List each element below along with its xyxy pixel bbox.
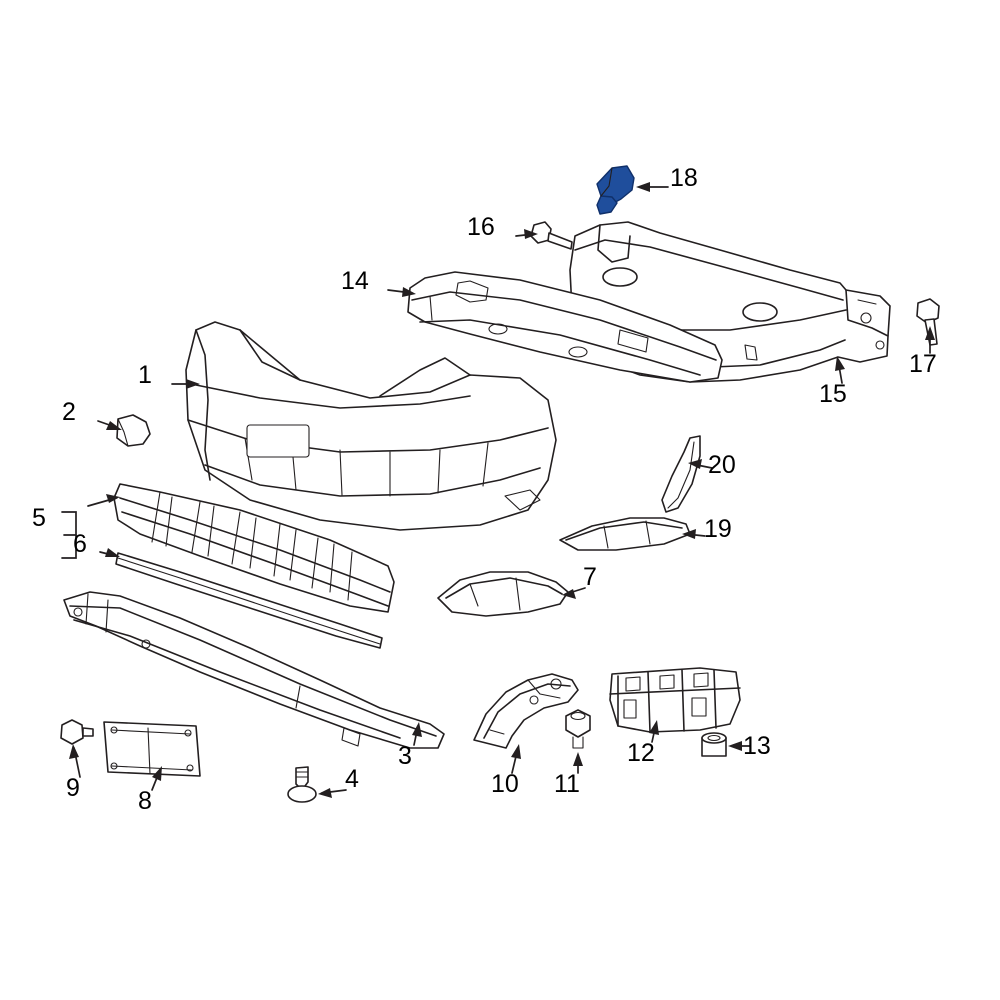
callout-20: 20 xyxy=(708,451,736,479)
part-2-tow-eye-cap xyxy=(116,414,151,447)
callout-9: 9 xyxy=(66,774,80,802)
callout-16: 16 xyxy=(467,213,495,241)
part-10-bumper-bracket xyxy=(473,673,579,749)
callout-8: 8 xyxy=(138,787,152,815)
part-5-lower-grille xyxy=(113,483,395,613)
callout-5: 5 xyxy=(32,504,46,532)
part-9-plate-screw xyxy=(60,719,94,745)
part-4-screw xyxy=(287,766,317,803)
callout-6: 6 xyxy=(73,530,87,558)
callout-7: 7 xyxy=(583,563,597,591)
part-14-energy-absorber xyxy=(407,271,723,383)
part-8-plate-bracket xyxy=(103,721,201,777)
part-18-bracket-upper-highlighted xyxy=(596,165,635,215)
callout-11: 11 xyxy=(554,770,580,798)
part-3-lower-deflector xyxy=(63,591,445,749)
part-16-bolt xyxy=(530,221,573,250)
part-19-fog-trim-right xyxy=(559,517,691,551)
callout-14: 14 xyxy=(341,267,369,295)
part-1-bumper-cover xyxy=(185,321,557,531)
callout-3: 3 xyxy=(398,742,412,770)
callout-17: 17 xyxy=(909,350,937,378)
part-13-grommet xyxy=(701,732,727,757)
callout-10: 10 xyxy=(491,770,519,798)
callout-19: 19 xyxy=(704,515,732,543)
leader-lines xyxy=(61,182,935,798)
part-20-corner-molding xyxy=(661,435,701,513)
callout-18: 18 xyxy=(670,164,698,192)
part-7-fog-trim-left xyxy=(437,571,569,617)
part-6-grille-molding xyxy=(115,552,383,649)
callout-12: 12 xyxy=(627,739,655,767)
callout-2: 2 xyxy=(62,398,76,426)
callout-4: 4 xyxy=(345,765,359,793)
part-12-absorber-bracket xyxy=(609,667,741,733)
callout-13: 13 xyxy=(743,732,771,760)
callout-1: 1 xyxy=(138,361,152,389)
callout-15: 15 xyxy=(819,380,847,408)
part-11-nut xyxy=(565,709,591,749)
